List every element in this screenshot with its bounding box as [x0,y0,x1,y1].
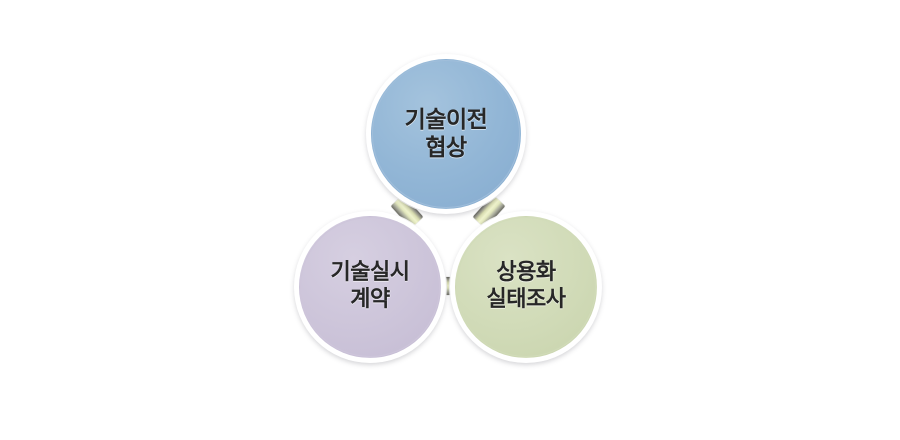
node-label-line-2: 실태조사 [486,287,566,312]
node-label: 기술이전 협상 [405,106,488,162]
node-label-line-1: 기술실시 [330,260,410,286]
node-technology-transfer-negotiation[interactable]: 기술이전 협상 [366,54,526,214]
node-ring: 상용화 실태조사 [455,216,597,358]
node-ring: 기술실시 계약 [299,216,441,358]
node-ring: 기술이전 협상 [371,59,521,209]
node-label: 상용화 실태조사 [487,260,566,314]
node-commercialization-survey[interactable]: 상용화 실태조사 [450,211,602,363]
node-label-line-1: 상용화 [496,260,556,286]
node-label-line-2: 계약 [350,287,390,312]
node-label-line-1: 기술이전 [404,106,488,133]
node-label: 기술실시 계약 [331,260,410,314]
node-label-line-2: 협상 [425,135,467,161]
node-technology-license-agreement[interactable]: 기술실시 계약 [294,211,446,363]
